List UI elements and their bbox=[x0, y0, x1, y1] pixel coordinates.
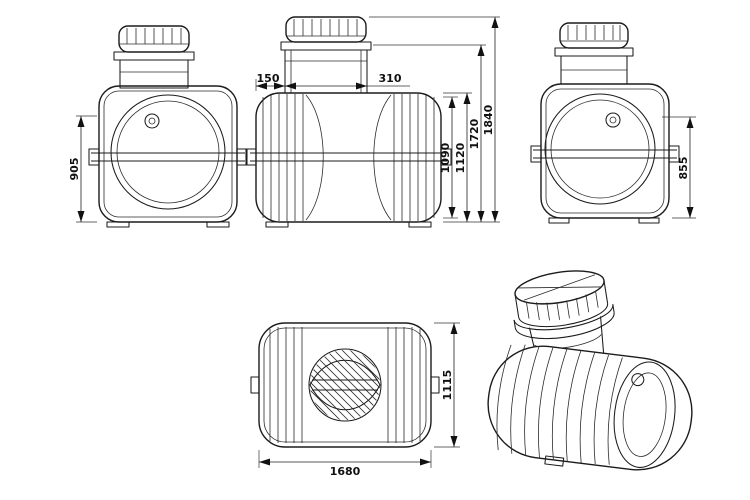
lid-cap-ribs bbox=[119, 28, 189, 45]
strap-tab-right bbox=[668, 145, 680, 163]
body-ribs bbox=[496, 344, 623, 465]
dim-label-310: 310 bbox=[379, 72, 402, 85]
saddle-curve-right bbox=[373, 94, 392, 221]
view-end-right bbox=[530, 22, 680, 224]
body-ribs-left bbox=[262, 94, 304, 221]
lid-flange bbox=[554, 47, 634, 57]
foot-left bbox=[265, 221, 289, 228]
dim-label-1115: 1115 bbox=[441, 370, 454, 401]
dim-label-150: 150 bbox=[257, 72, 280, 85]
body-ribs-right bbox=[387, 327, 421, 443]
tank-body-inner bbox=[103, 90, 233, 218]
tank-body-inner bbox=[263, 327, 427, 443]
mounting-strap bbox=[530, 145, 680, 163]
manhole-lid bbox=[308, 348, 382, 422]
saddle-curve-left bbox=[305, 94, 324, 221]
neck bbox=[284, 49, 368, 94]
strap-tab-left bbox=[88, 148, 100, 166]
bottom-tab bbox=[544, 455, 565, 467]
foot-left bbox=[548, 217, 570, 224]
neck-flange bbox=[513, 304, 614, 331]
dim-label-1120: 1120 bbox=[454, 142, 467, 173]
lid-cap-ribs bbox=[560, 25, 628, 42]
side-port-right bbox=[430, 376, 440, 394]
lid-skirt bbox=[518, 303, 609, 328]
lid-flange bbox=[280, 41, 372, 51]
inlet-port bbox=[631, 373, 645, 387]
view-top bbox=[250, 322, 440, 448]
view-isometric bbox=[487, 270, 693, 471]
view-front bbox=[245, 16, 452, 228]
foot-right bbox=[638, 217, 660, 224]
dim-1090: 1090 bbox=[439, 97, 456, 218]
dim-label-1090: 1090 bbox=[439, 142, 452, 173]
iso-body bbox=[487, 344, 693, 471]
manhole-collar bbox=[309, 359, 381, 411]
end-cap-inner bbox=[622, 372, 667, 457]
strap-tab-left bbox=[530, 145, 542, 163]
tank-body-outline bbox=[255, 92, 442, 223]
dim-1120: 1120 bbox=[454, 93, 471, 222]
end-face-circle bbox=[544, 93, 656, 205]
strap-tab-right bbox=[236, 148, 248, 166]
dim-label-1840: 1840 bbox=[482, 104, 495, 135]
inlet-port-inner bbox=[609, 116, 617, 124]
dim-1840: 1840 bbox=[482, 17, 499, 222]
dim-1680: 1680 bbox=[258, 450, 432, 478]
dim-855: 855 bbox=[662, 116, 696, 219]
dim-905: 905 bbox=[68, 115, 97, 223]
side-port-left bbox=[250, 376, 260, 394]
end-face-circle-inner bbox=[550, 99, 650, 199]
strap-tab-left bbox=[245, 148, 257, 166]
dim-label-1680: 1680 bbox=[330, 465, 361, 478]
lid-cap bbox=[559, 22, 629, 49]
dim-1115: 1115 bbox=[434, 322, 460, 448]
body-ribs-left bbox=[269, 327, 303, 443]
tank-body-outline bbox=[487, 345, 693, 471]
dim-150: 150 bbox=[255, 72, 285, 91]
tank-body-inner bbox=[545, 88, 665, 214]
inlet-port-inner bbox=[148, 117, 156, 125]
mounting-strap bbox=[245, 148, 452, 166]
end-face-circle bbox=[110, 94, 226, 210]
lid-flange bbox=[113, 51, 195, 61]
lid-cap-ribs bbox=[286, 19, 366, 37]
foot-left bbox=[106, 221, 130, 228]
view-end-left bbox=[88, 25, 248, 228]
end-face-circle-inner bbox=[116, 100, 220, 204]
foot-right bbox=[408, 221, 432, 228]
tank-body-outline bbox=[98, 85, 238, 223]
end-cap bbox=[613, 361, 676, 468]
dim-1720: 1720 bbox=[468, 45, 485, 222]
dim-310: 310 bbox=[285, 72, 410, 90]
dim-label-1720: 1720 bbox=[468, 118, 481, 149]
mounting-strap bbox=[88, 148, 248, 166]
dim-stack-right: 1090 1120 1720 1840 bbox=[369, 16, 500, 223]
body-ribs-right bbox=[393, 94, 435, 221]
dim-label-855: 855 bbox=[677, 157, 690, 180]
inlet-port bbox=[605, 112, 621, 128]
foot-right bbox=[206, 221, 230, 228]
lid-grip-ribs bbox=[525, 290, 599, 321]
dim-label-905: 905 bbox=[68, 158, 81, 181]
neck-wall-right bbox=[600, 316, 605, 357]
neck bbox=[119, 59, 189, 89]
inlet-port bbox=[144, 113, 160, 129]
lid-cap bbox=[285, 16, 367, 43]
